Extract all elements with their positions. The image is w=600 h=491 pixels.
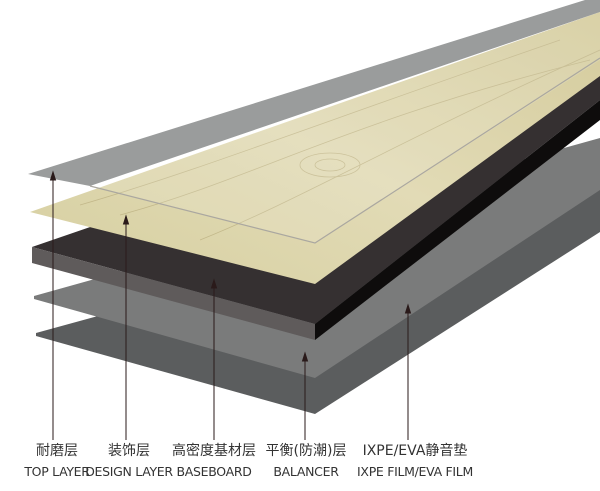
arrow-head-icon bbox=[122, 214, 130, 225]
label-ixpe-cn: IXPE/EVA静音垫 bbox=[362, 443, 468, 459]
label-balancer-en: BALANCER bbox=[273, 464, 339, 479]
top-wear-layer-edge bbox=[89, 57, 600, 244]
label-balancer-cn: 平衡(防潮)层 bbox=[265, 443, 347, 459]
wood-grain bbox=[79, 39, 600, 241]
label-design-layer-cn: 装饰层 bbox=[108, 443, 150, 459]
baseboard-front-face bbox=[32, 247, 315, 340]
baseboard-side-face bbox=[315, 100, 600, 340]
label-baseboard-cn: 高密度基材层 bbox=[172, 443, 256, 459]
arrow-head-icon bbox=[301, 351, 309, 362]
label-baseboard-en: BASEBOARD bbox=[176, 464, 252, 479]
arrow-head-icon bbox=[404, 303, 412, 314]
label-top-layer-cn: 耐磨层 bbox=[36, 443, 78, 459]
label-ixpe-en: IXPE FILM/EVA FILM bbox=[357, 464, 473, 479]
design-layer bbox=[30, 12, 600, 284]
label-top-layer-en: TOP LAYER bbox=[24, 464, 90, 479]
label-design-layer-en: DESIGN LAYER bbox=[85, 464, 173, 479]
top-wear-layer-transparent bbox=[90, 12, 600, 243]
arrow-head-icon bbox=[49, 170, 57, 181]
top-wear-layer bbox=[28, 0, 600, 186]
arrow-head-icon bbox=[210, 278, 218, 289]
